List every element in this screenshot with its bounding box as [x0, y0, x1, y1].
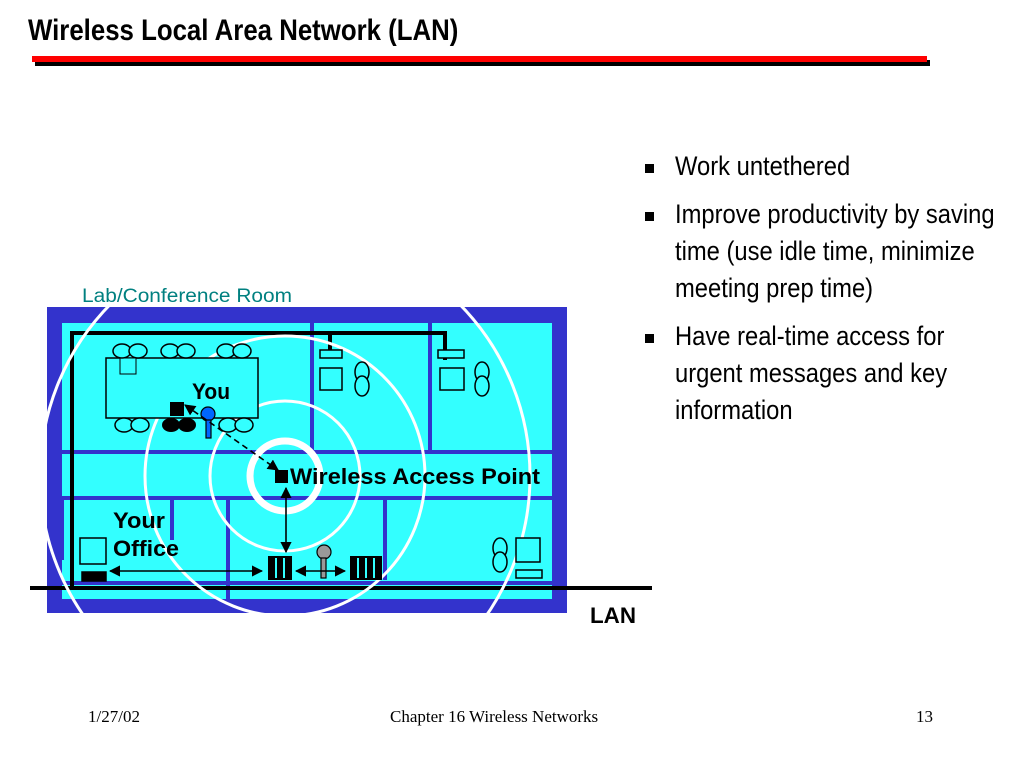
- office-workstation: [79, 537, 107, 582]
- office-label-line1: Your: [113, 508, 165, 533]
- office-desk-1: [319, 349, 370, 397]
- access-point-label: Wireless Access Point: [290, 464, 541, 489]
- square-bullet-icon: [645, 212, 654, 221]
- office-desk-3: [492, 537, 543, 579]
- conference-table: [105, 343, 259, 433]
- slide-title: Wireless Local Area Network (LAN): [28, 14, 459, 47]
- bullet-item: Have real-time access for urgent message…: [643, 318, 1023, 429]
- room-label: Lab/Conference Room: [82, 286, 292, 307]
- bullet-text: Improve productivity by saving time (use…: [675, 199, 995, 303]
- bullet-list: Work untethered Improve productivity by …: [643, 148, 1023, 440]
- square-bullet-icon: [645, 334, 654, 343]
- access-point-icon: [275, 470, 288, 483]
- square-bullet-icon: [645, 164, 654, 173]
- footer-date: 1/27/02: [88, 707, 140, 726]
- bullet-item: Improve productivity by saving time (use…: [643, 196, 1023, 307]
- bullet-item: Work untethered: [643, 148, 1023, 185]
- title-rule-shadow: [35, 60, 930, 66]
- office-desk-2: [437, 349, 490, 397]
- signal-arrows: [108, 404, 347, 577]
- footer-page-number: 13: [916, 707, 933, 726]
- lan-label: LAN: [590, 603, 636, 628]
- bullet-text: Have real-time access for urgent message…: [675, 321, 948, 425]
- title-rule: [32, 56, 927, 62]
- office-label-line2: Office: [113, 536, 179, 561]
- bullet-text: Work untethered: [675, 151, 851, 181]
- footer-chapter: Chapter 16 Wireless Networks: [390, 707, 599, 726]
- you-label: You: [192, 379, 230, 404]
